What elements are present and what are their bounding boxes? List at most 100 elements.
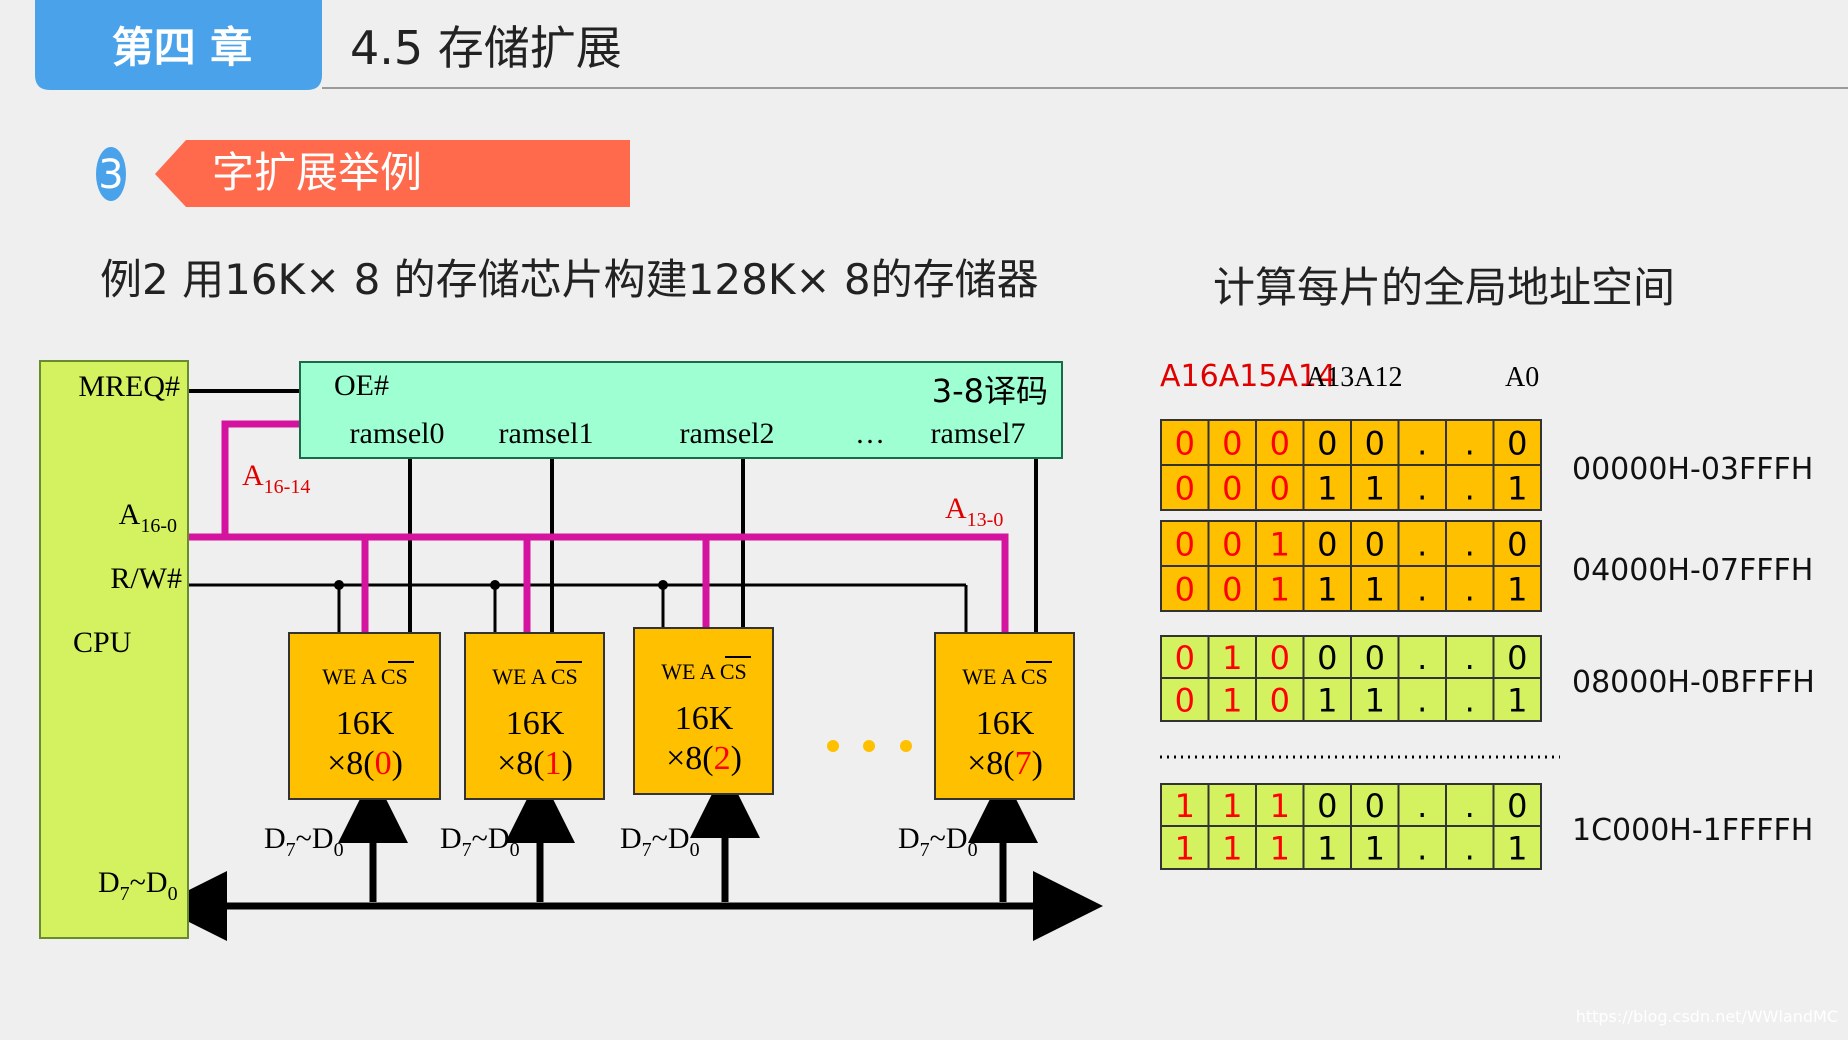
- table-cell: 0: [1365, 787, 1385, 825]
- address-range-label: 00000H-03FFFH: [1572, 452, 1813, 487]
- table-cell-bg: [1492, 783, 1542, 827]
- chip-ellipsis-dot: [900, 740, 912, 752]
- table-cell: 1: [1317, 682, 1337, 720]
- table-cell: 0: [1175, 682, 1195, 720]
- address-range-label: 08000H-0BFFFH: [1572, 665, 1815, 700]
- table-cell: .: [1465, 470, 1475, 508]
- table-cell-bg: [1445, 677, 1495, 722]
- junction-dot: [490, 580, 500, 590]
- table-cell: .: [1417, 571, 1427, 609]
- table-cell: .: [1465, 425, 1475, 463]
- table-cell: 0: [1222, 425, 1242, 463]
- table-cell-bg: [1207, 677, 1257, 722]
- table-cell: 1: [1365, 682, 1385, 720]
- table-header-high-bits: A16A15A14: [1160, 359, 1336, 394]
- chip-pins: WE A CS: [322, 664, 408, 689]
- table-cell: 1: [1270, 526, 1290, 564]
- chip-body: [633, 627, 774, 795]
- chip1-data-label: D7~D0: [440, 822, 520, 861]
- table-cell: 0: [1222, 571, 1242, 609]
- table-cell: 0: [1365, 425, 1385, 463]
- table-cell: 0: [1317, 425, 1337, 463]
- table-cell: 0: [1222, 470, 1242, 508]
- table-header-a0: A0: [1505, 362, 1539, 393]
- chapter-tab: [35, 0, 322, 90]
- chip-body: [934, 632, 1075, 800]
- table-cell: .: [1465, 787, 1475, 825]
- chip-capacity: 16K: [506, 705, 565, 742]
- cpu-pin-rw: R/W#: [110, 562, 182, 595]
- table-cell-bg: [1492, 677, 1542, 722]
- table-cell-bg: [1445, 635, 1495, 679]
- table-cell: 0: [1507, 526, 1527, 564]
- example-title: 例2 用16K× 8 的存储芯片构建128K× 8的存储器: [100, 255, 1039, 304]
- table-cell-bg: [1397, 419, 1447, 466]
- decoder-label: 3-8译码: [932, 372, 1048, 410]
- table-cell-bg: [1160, 635, 1210, 679]
- table-cell: 0: [1270, 682, 1290, 720]
- section-title: 4.5 存储扩展: [350, 21, 622, 75]
- table-cell: 0: [1317, 787, 1337, 825]
- address-range-label: 04000H-07FFFH: [1572, 553, 1813, 588]
- table-cell: 0: [1317, 639, 1337, 677]
- table-cell: 1: [1365, 830, 1385, 868]
- table-cell-bg: [1397, 565, 1447, 612]
- table-cell-bg: [1207, 825, 1257, 870]
- memory-chip-0: WE A CS 16K ×8(0): [288, 632, 441, 800]
- table-cell: .: [1417, 639, 1427, 677]
- table-cell-bg: [1492, 464, 1542, 511]
- memory-chip-2: WE A CS 16K ×8(2): [633, 627, 774, 795]
- table-cell-bg: [1445, 565, 1495, 612]
- table-cell-bg: [1397, 635, 1447, 679]
- table-cell: 1: [1222, 787, 1242, 825]
- cpu-pin-address: A16-0: [119, 498, 177, 537]
- address-low-label: A13-0: [945, 492, 1003, 531]
- table-cell-bg: [1302, 677, 1352, 722]
- table-cell: 1: [1507, 470, 1527, 508]
- table-cell: 0: [1507, 787, 1527, 825]
- table-cell: .: [1417, 470, 1427, 508]
- address-low-bus: [188, 533, 1009, 633]
- table-cell-bg: [1302, 825, 1352, 870]
- chip-organization: ×8(7): [967, 745, 1043, 782]
- decoder-output-ramsel1: ramsel1: [499, 417, 594, 450]
- table-cell-bg: [1302, 464, 1352, 511]
- chip-capacity: 16K: [336, 705, 395, 742]
- table-cell: 0: [1317, 526, 1337, 564]
- table-cell: 1: [1270, 787, 1290, 825]
- chip-pins: WE A CS: [661, 659, 747, 684]
- table-cell: 0: [1507, 639, 1527, 677]
- table-cell-bg: [1350, 565, 1400, 612]
- table-cell: 1: [1365, 470, 1385, 508]
- chip-organization: ×8(1): [497, 745, 573, 782]
- cpu-label: CPU: [73, 626, 132, 659]
- table-cell-bg: [1350, 825, 1400, 870]
- chip-ellipsis-dot: [827, 740, 839, 752]
- table-cell-bg: [1255, 783, 1305, 827]
- table-cell-bg: [1350, 677, 1400, 722]
- chip-pins: WE A CS: [962, 664, 1048, 689]
- junction-dot: [658, 580, 668, 590]
- decoder-oe-label: OE#: [334, 369, 389, 402]
- decoder-block: [299, 361, 1063, 459]
- circuit-diagram: MREQ# A16-0 R/W# CPU D7~D0 OE# 3-8译码 ram…: [39, 360, 1103, 941]
- table-cell-bg: [1255, 419, 1305, 466]
- watermark: https://blog.csdn.net/WWlandMC: [1576, 1007, 1838, 1026]
- table-cell: 1: [1222, 639, 1242, 677]
- table-cell: 0: [1175, 526, 1195, 564]
- address-high-label: A16-14: [242, 459, 310, 498]
- section-banner: 3 字扩展举例: [96, 140, 630, 207]
- table-header-low-bits: A13A12: [1306, 362, 1402, 393]
- table-cell-bg: [1207, 419, 1257, 466]
- decoder-output-ramsel0: ramsel0: [350, 417, 445, 450]
- table-cell: 1: [1270, 830, 1290, 868]
- table-cell: 1: [1317, 571, 1337, 609]
- table-cell-bg: [1160, 565, 1210, 612]
- table-cell: .: [1417, 425, 1427, 463]
- table-cell-bg: [1350, 635, 1400, 679]
- table-cell: 0: [1175, 470, 1195, 508]
